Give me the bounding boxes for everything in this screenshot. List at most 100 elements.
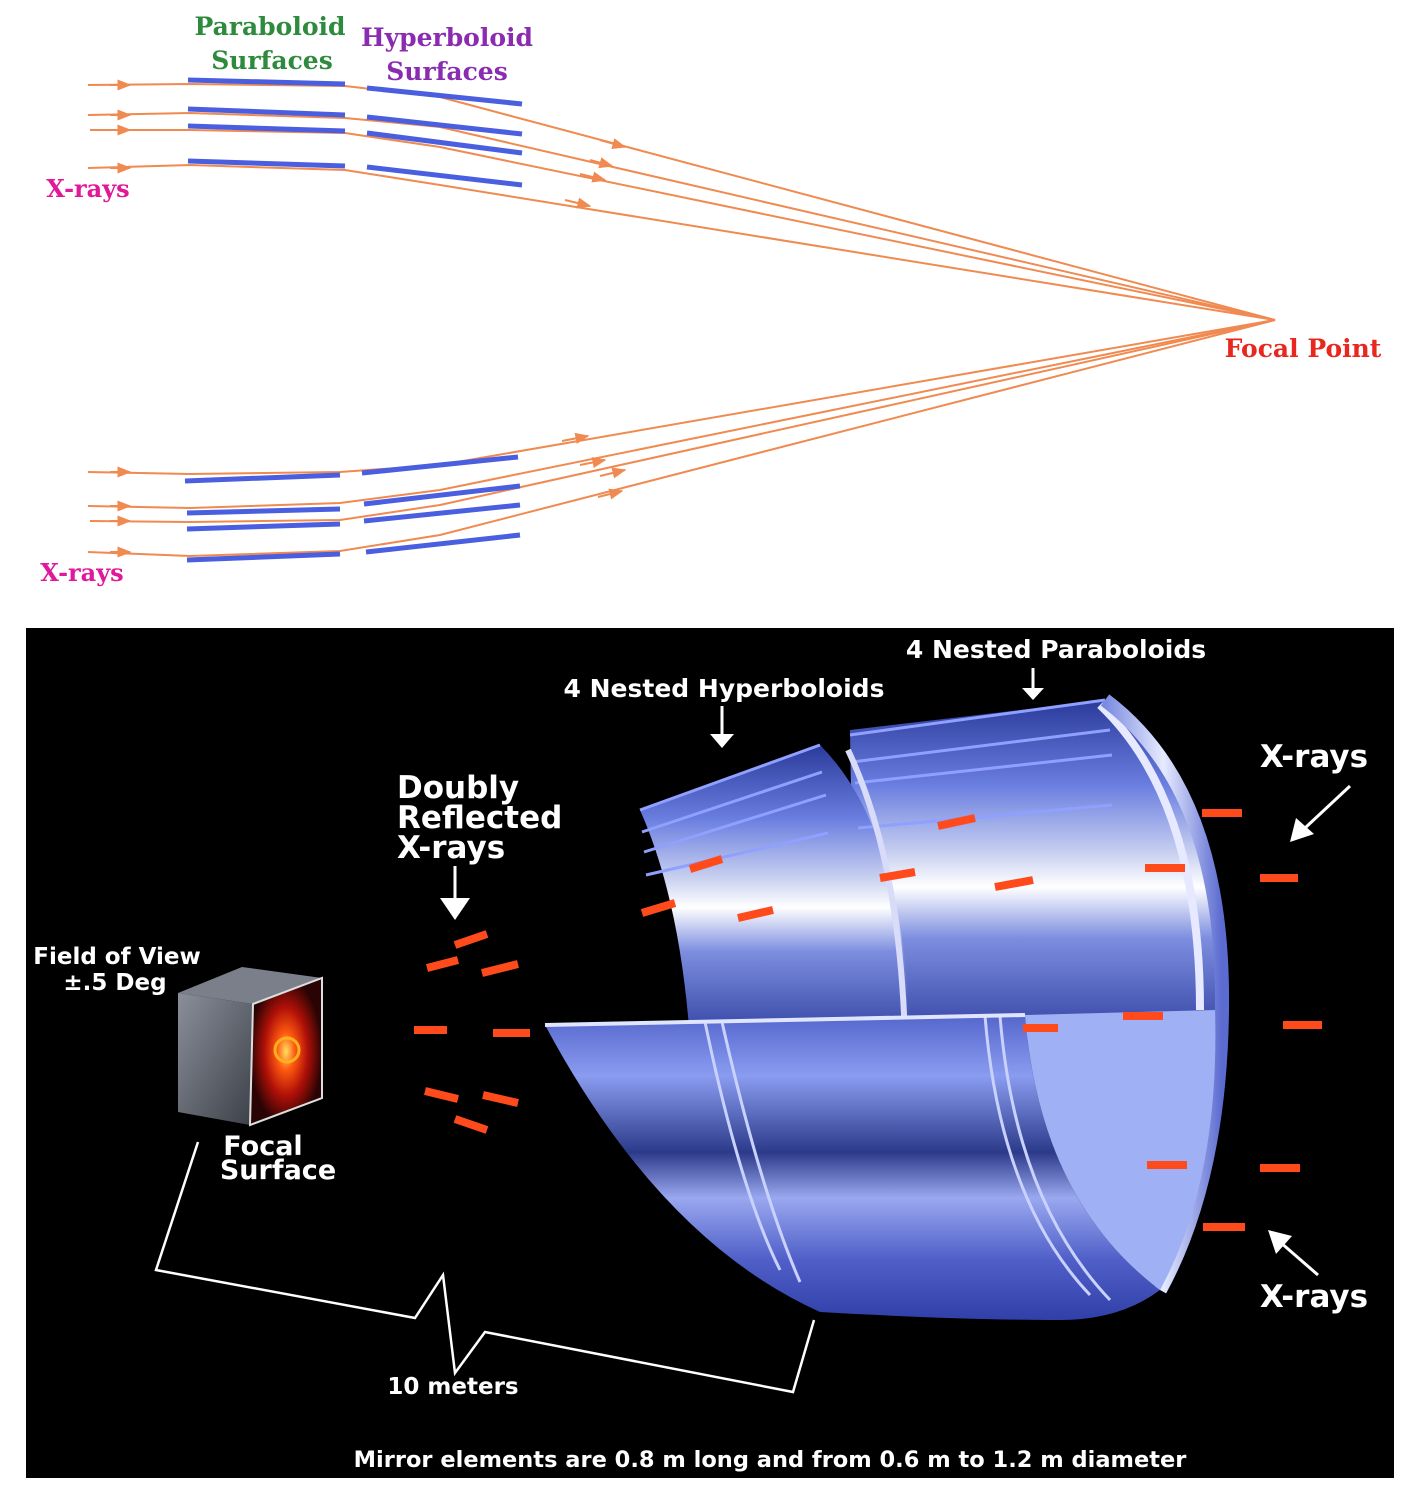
front-band (703, 1021, 782, 1271)
front-shell-body (545, 1015, 1160, 1320)
arrow-head (710, 734, 734, 748)
hyperboloid-mirror (363, 502, 521, 524)
ray (89, 319, 1276, 524)
front-band (998, 1015, 1112, 1302)
paraboloid-mirror (186, 521, 341, 532)
doubly-reflected-line3: X-rays (397, 830, 505, 866)
xray-segment (994, 876, 1034, 891)
nested-hyperboloids-label: 4 Nested Hyperboloids (564, 674, 885, 703)
front-shell-top-edge (544, 1013, 1026, 1027)
distance-bracket (154, 1141, 816, 1394)
paraboloid-mirror (187, 77, 346, 87)
nested-rim (849, 698, 1106, 737)
hyperboloid-label-line1: Hyperboloid (361, 23, 533, 52)
nested-rim (643, 793, 827, 854)
hyperboloid-mirror (366, 85, 523, 107)
ray-arrow (589, 157, 614, 169)
top-ray-diagram: Paraboloid Surfaces Hyperboloid Surfaces… (40, 12, 1381, 587)
field-of-view-line1: Field of View (33, 944, 201, 970)
xray-segment (640, 899, 677, 917)
xray-segment (879, 868, 916, 882)
focal-surface-cube (178, 967, 323, 1127)
ray-arrow (579, 171, 607, 183)
upper-hyperboloid-mirrors (366, 85, 523, 188)
paraboloid-mirror (187, 123, 346, 134)
paraboloid-mirror (186, 551, 341, 563)
arrow-head (1268, 1230, 1292, 1254)
cube-top (178, 967, 322, 1004)
front-mirror-shell (544, 1010, 1216, 1320)
ray-arrow (599, 138, 627, 149)
ray (87, 319, 1276, 510)
lower-rays (87, 319, 1276, 558)
cube-detector-face (248, 976, 323, 1127)
ray-arrow (561, 432, 590, 444)
lower-ray-arrows (110, 432, 627, 558)
xray-segment (737, 906, 774, 922)
xray-segment (453, 930, 489, 949)
hyperboloid-mirror (363, 483, 521, 507)
nested-rim (639, 743, 821, 812)
xrays-lower-arrow (1279, 1240, 1319, 1277)
lower-hyperboloid-mirrors (361, 454, 521, 555)
shell-rim-right (1100, 694, 1230, 1294)
xray-segment (424, 1087, 459, 1103)
hyperboloid-mirror (365, 532, 521, 555)
nested-rim (854, 753, 1113, 785)
ray (87, 82, 1276, 321)
cube-side (178, 993, 253, 1125)
ray (87, 319, 1276, 558)
front-band (983, 1015, 1092, 1297)
nested-rim (645, 831, 829, 877)
ray-arrow (579, 456, 607, 468)
ray (87, 111, 1276, 321)
focal-point-label: Focal Point (1225, 334, 1382, 363)
arrow-head (440, 898, 470, 920)
paraboloid-mirror (187, 158, 346, 169)
xray-segment (453, 1115, 489, 1134)
ray-arrow (599, 467, 627, 479)
hyperboloid-shell-back (640, 745, 910, 1040)
focal-surface-line1: Focal (223, 1131, 302, 1162)
nested-rim (851, 728, 1111, 764)
hyperboloid-label-line2: Surfaces (386, 57, 508, 86)
ray-arrow (564, 197, 592, 209)
front-shell-inner (1025, 1010, 1216, 1290)
hyperboloid-mirror (366, 114, 523, 137)
hyperboloid-mirror (366, 130, 523, 156)
xray-segment (426, 956, 459, 972)
front-band (720, 1021, 802, 1283)
upper-ray-arrows (110, 79, 627, 209)
bottom-3d-diagram: 4 Nested Paraboloids 4 Nested Hyperboloi… (26, 628, 1394, 1478)
hyperboloid-mirror (361, 454, 519, 476)
paraboloid-mirror (184, 472, 341, 484)
paraboloid-label-line2: Surfaces (211, 46, 333, 75)
upper-paraboloid-mirrors (187, 77, 346, 169)
distance-label: 10 meters (387, 1374, 518, 1400)
doubly-reflected-line2: Reflected (397, 800, 562, 836)
paraboloid-mirror (186, 506, 341, 516)
nested-rim (641, 770, 823, 834)
back-mirror-shells (639, 694, 1230, 1294)
shell-band (1097, 702, 1204, 1011)
xray-segment (482, 1091, 519, 1107)
hyperboloid-mirror (366, 164, 523, 188)
xrays-upper-label: X-rays (1260, 739, 1368, 775)
xrays-lower-label: X-rays (1260, 1279, 1368, 1315)
caption: Mirror elements are 0.8 m long and from … (354, 1447, 1188, 1473)
xrays-label-top: X-rays (46, 174, 129, 203)
paraboloid-shell-back (850, 700, 1222, 1040)
arrow-head (1022, 688, 1044, 700)
xray-segment (481, 960, 519, 977)
nested-paraboloids-label: 4 Nested Paraboloids (906, 635, 1206, 664)
paraboloid-mirror (187, 106, 346, 118)
xray-segments (414, 809, 1322, 1231)
focal-spot (273, 1036, 301, 1064)
ray-arrow (597, 488, 624, 500)
arrow-head (1290, 818, 1314, 842)
ray (87, 319, 1276, 476)
field-of-view-line2: ±.5 Deg (63, 970, 166, 996)
upper-rays (87, 82, 1276, 321)
doubly-reflected-line1: Doubly (397, 770, 519, 806)
